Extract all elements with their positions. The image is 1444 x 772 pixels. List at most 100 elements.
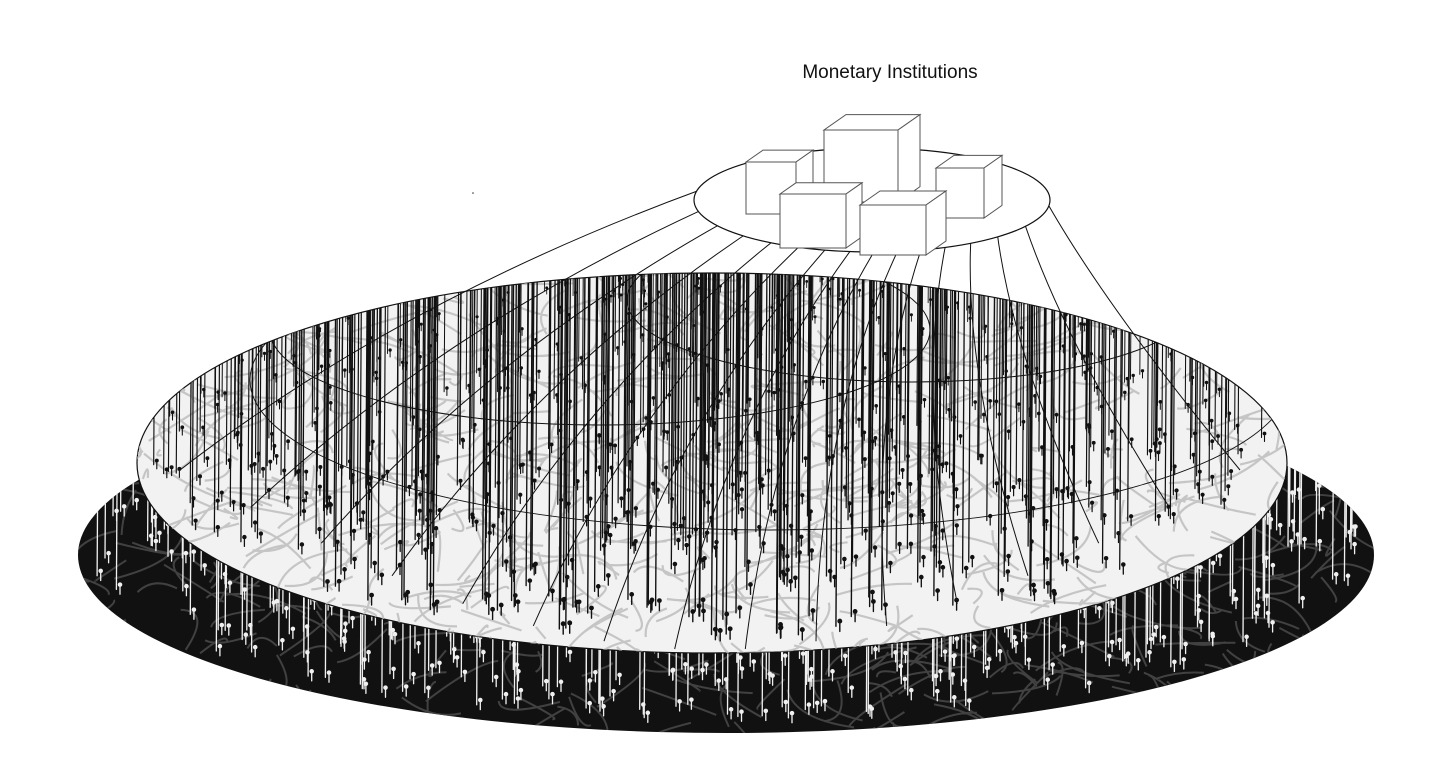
person-icon xyxy=(1351,1,1357,537)
person-icon xyxy=(626,0,630,320)
person-icon xyxy=(133,1,139,510)
person-icon xyxy=(1289,1,1295,503)
person-icon xyxy=(567,0,571,321)
person-icon xyxy=(262,1,266,361)
person-icon xyxy=(317,1,321,336)
person-icon xyxy=(387,1,391,357)
person-icon xyxy=(475,0,479,323)
person-icon xyxy=(603,0,607,305)
person-icon xyxy=(573,0,577,298)
person-icon xyxy=(291,1,295,363)
person-icon xyxy=(1217,1,1222,397)
person-icon xyxy=(368,1,372,345)
person-icon xyxy=(1209,1,1214,428)
person-icon xyxy=(1125,1,1129,386)
person-icon xyxy=(268,1,272,359)
person-icon xyxy=(700,0,704,318)
person-icon xyxy=(1185,1,1190,412)
person-icon xyxy=(437,0,441,320)
person-icon xyxy=(693,0,697,292)
person-icon xyxy=(557,0,561,313)
person-icon xyxy=(428,0,432,316)
person-icon xyxy=(641,0,645,286)
person-icon xyxy=(1099,1,1103,364)
person-icon xyxy=(170,1,175,420)
person-icon xyxy=(565,0,569,289)
person-icon xyxy=(1082,1,1086,363)
person-icon xyxy=(434,1,438,342)
person-icon xyxy=(1019,1,1023,335)
person-icon xyxy=(1073,1,1077,361)
person-icon xyxy=(1290,1,1296,531)
person-icon xyxy=(1140,1,1144,378)
person-icon xyxy=(346,0,350,324)
person-icon xyxy=(319,1,323,374)
person-icon xyxy=(1009,0,1013,330)
person-icon xyxy=(1078,0,1082,330)
person-icon xyxy=(415,1,419,349)
person-icon xyxy=(656,0,660,298)
person-icon xyxy=(1294,1,1300,545)
person-icon xyxy=(316,1,320,343)
person-icon xyxy=(620,0,624,291)
person-icon xyxy=(1064,0,1068,321)
person-icon xyxy=(419,0,423,330)
person-icon xyxy=(618,0,622,284)
person-icon xyxy=(154,0,159,469)
person-icon xyxy=(501,0,505,306)
person-icon xyxy=(200,1,205,435)
person-icon xyxy=(1203,1,1208,408)
person-icon xyxy=(215,1,220,400)
person-icon xyxy=(326,1,330,373)
person-icon xyxy=(1262,1,1267,442)
person-icon xyxy=(1130,1,1134,383)
person-icon xyxy=(1226,1,1231,421)
person-icon xyxy=(201,1,206,397)
person-icon xyxy=(1082,0,1086,330)
person-icon xyxy=(609,0,613,302)
person-icon xyxy=(623,0,627,288)
person-icon xyxy=(648,0,652,285)
person-icon xyxy=(1010,0,1014,321)
person-icon xyxy=(1301,1,1307,549)
person-icon xyxy=(1352,1,1358,537)
person-icon xyxy=(1351,1,1357,554)
person-icon xyxy=(121,1,127,516)
person-icon xyxy=(544,0,548,294)
person-icon xyxy=(696,0,700,284)
cube-building-icon xyxy=(780,183,862,248)
person-icon xyxy=(1168,1,1172,361)
person-icon xyxy=(619,0,623,301)
person-icon xyxy=(1344,1,1350,586)
person-icon xyxy=(398,1,402,347)
person-icon xyxy=(1089,1,1093,361)
person-icon xyxy=(97,1,103,581)
person-icon xyxy=(506,0,510,298)
person-icon xyxy=(1319,1,1325,519)
cube-building-icon xyxy=(860,191,946,255)
person-icon xyxy=(222,1,227,401)
person-icon xyxy=(744,0,748,315)
person-icon xyxy=(273,1,277,382)
person-icon xyxy=(215,1,220,412)
person-icon xyxy=(105,1,111,563)
stray-dot xyxy=(472,192,474,194)
person-icon xyxy=(644,0,648,310)
person-icon xyxy=(642,0,646,297)
person-icon xyxy=(697,0,701,294)
person-icon xyxy=(1204,1,1209,390)
person-icon xyxy=(718,0,722,292)
person-icon xyxy=(113,1,119,521)
person-icon xyxy=(327,1,331,358)
person-icon xyxy=(1316,1,1322,496)
diagram-title: Monetary Institutions xyxy=(740,62,1040,84)
person-icon xyxy=(1295,1,1301,500)
person-icon xyxy=(239,1,243,368)
person-icon xyxy=(1346,1,1352,542)
person-icon xyxy=(317,1,321,338)
person-icon xyxy=(432,1,436,337)
person-icon xyxy=(179,1,184,435)
person-icon xyxy=(1061,1,1065,353)
